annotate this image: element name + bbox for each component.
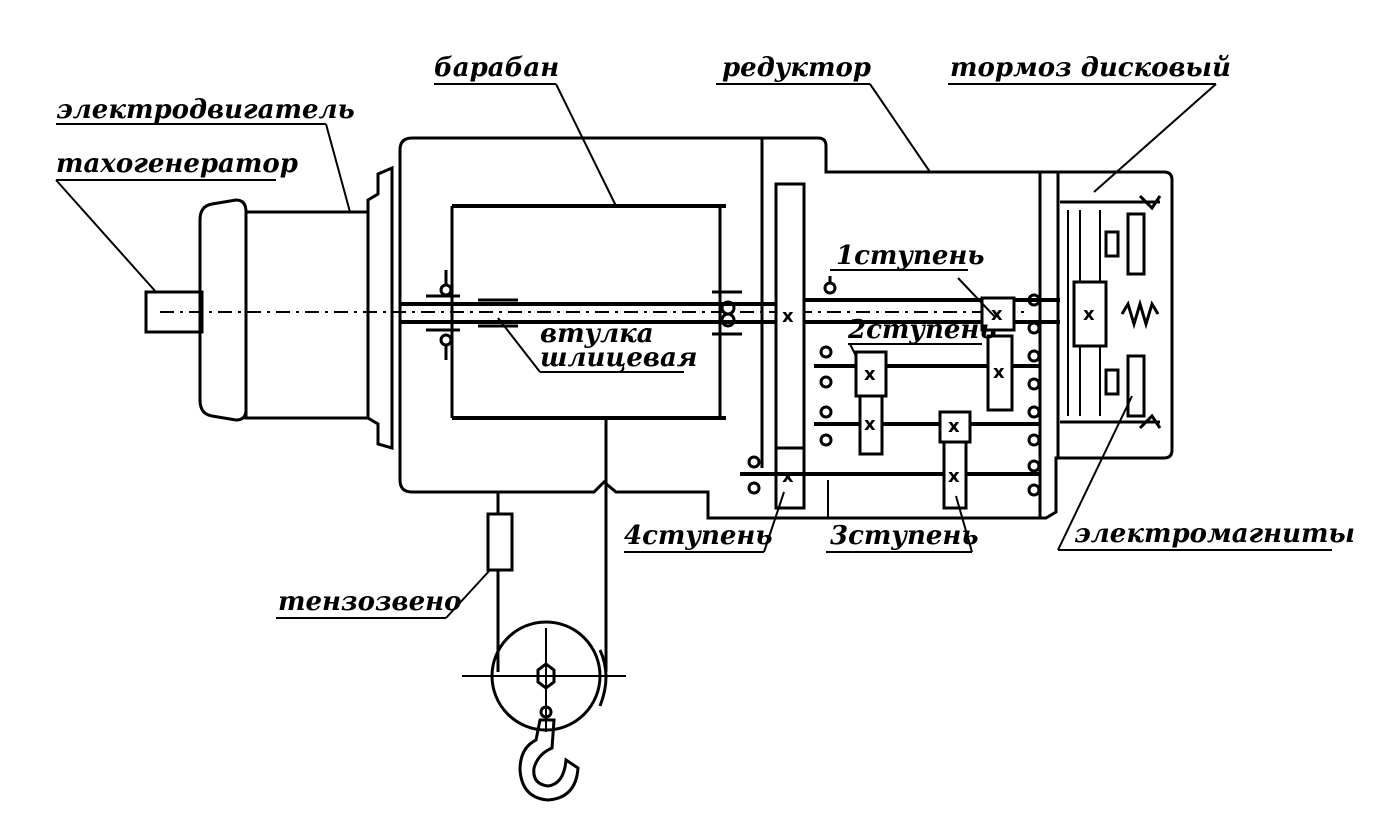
rope-and-hook <box>462 418 626 802</box>
svg-text:x: x <box>948 416 960 437</box>
bearings <box>747 276 1041 497</box>
label-stage1: 1ступень <box>836 241 985 271</box>
stage1-gears: x x <box>980 296 1016 412</box>
label-spline-sleeve-line2: шлицевая <box>540 343 698 373</box>
svg-text:x: x <box>948 466 960 487</box>
disc-brake: x <box>1060 194 1162 430</box>
svg-text:x: x <box>782 466 794 487</box>
svg-text:x: x <box>782 306 794 327</box>
stage4-gear: x x <box>774 182 806 510</box>
leader-lines <box>55 83 1332 619</box>
electric-motor <box>198 165 394 450</box>
svg-text:x: x <box>993 362 1005 383</box>
svg-text:x: x <box>864 364 876 385</box>
label-disc-brake: тормоз дисковый <box>950 53 1231 83</box>
label-tachogenerator: тахогенератор <box>56 149 298 179</box>
label-stage4: 4ступень <box>624 521 773 551</box>
label-motor: электродвигатель <box>56 95 355 125</box>
label-electromagnets: электромагниты <box>1074 519 1355 549</box>
label-stage2: 2ступень <box>847 315 997 345</box>
label-strain-link: тензозвено <box>278 587 461 617</box>
stage3-gears: x x <box>938 410 972 510</box>
strain-link-body <box>486 512 514 572</box>
label-spline-sleeve-line1: втулка <box>540 319 654 349</box>
label-stage3: 3ступень <box>830 521 979 551</box>
svg-text:x: x <box>991 304 1003 325</box>
svg-text:x: x <box>1083 304 1095 325</box>
drum <box>400 204 780 420</box>
label-reducer: редуктор <box>722 53 871 83</box>
label-drum: барабан <box>434 53 559 83</box>
svg-text:x: x <box>864 414 876 435</box>
stage2-gears: x x <box>854 350 888 456</box>
